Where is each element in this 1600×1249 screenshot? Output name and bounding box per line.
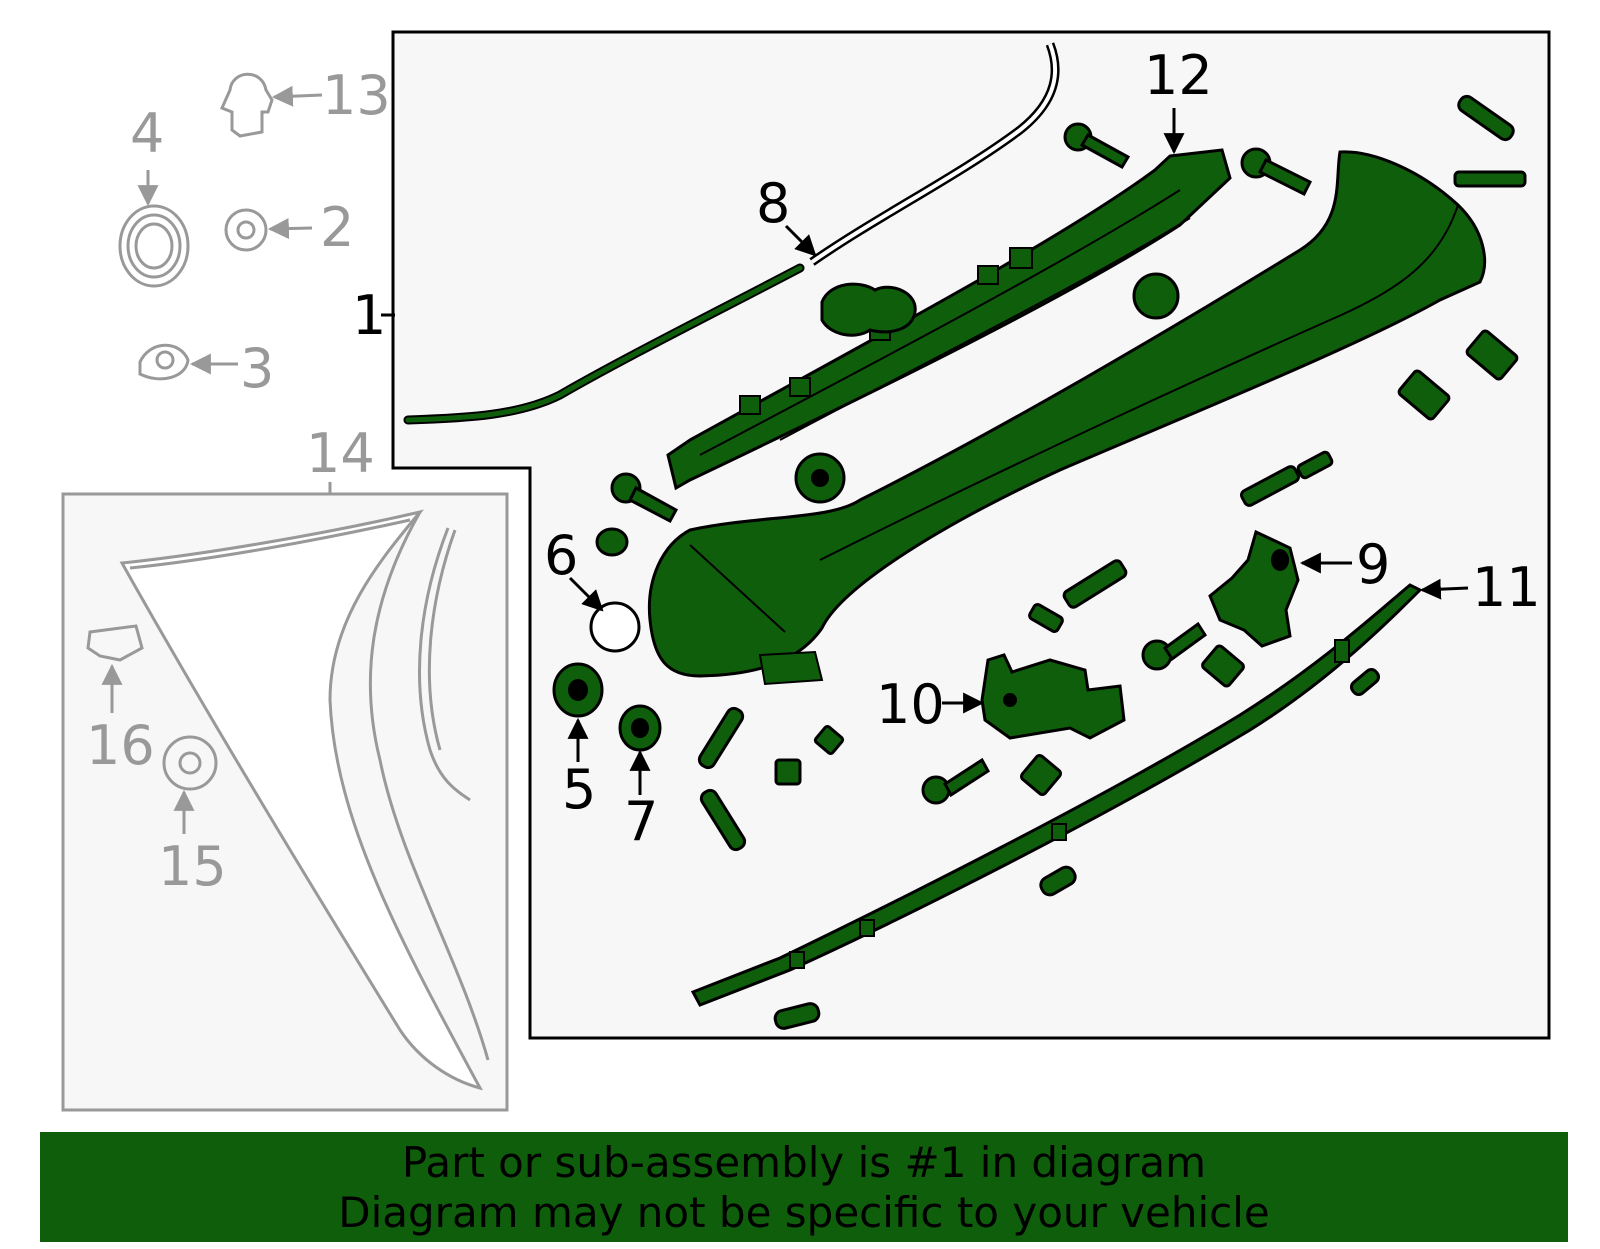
lower-molding — [690, 583, 1423, 1007]
washer-6 — [589, 601, 641, 653]
grommet-holes — [568, 469, 829, 738]
bracket-10-hole — [1003, 693, 1017, 707]
callout-10: 10 — [876, 673, 945, 736]
callout-16: 16 — [86, 714, 155, 777]
bracket-10 — [980, 653, 1126, 740]
bolts — [610, 122, 1313, 805]
pads — [697, 94, 1527, 1030]
spoiler-end-crease — [689, 544, 786, 633]
callout-5: 5 — [562, 758, 596, 821]
callout-13: 13 — [322, 64, 391, 127]
callout-6: 6 — [544, 524, 578, 587]
stop-lamp — [666, 148, 1232, 491]
bracket-9-hole — [1271, 549, 1289, 571]
spoiler-body — [647, 150, 1487, 678]
grey-parts — [86, 72, 274, 791]
callout-1: 1 — [352, 284, 386, 347]
callout-7: 7 — [624, 790, 658, 853]
callout-2: 2 — [320, 196, 354, 259]
stop-lamp-lower-line — [779, 217, 1191, 441]
footer-line-1: Part or sub-assembly is #1 in diagram — [401, 1138, 1207, 1187]
seal-strip-inner — [810, 43, 1058, 264]
footer-line-2: Diagram may not be specific to your vehi… — [338, 1188, 1270, 1237]
garnish-trim — [119, 509, 490, 1091]
callout-8: 8 — [756, 172, 790, 235]
callout-4: 4 — [130, 102, 164, 165]
callout-3: 3 — [240, 337, 274, 400]
spoiler-end-bracket — [758, 650, 824, 686]
callout-15: 15 — [158, 835, 227, 898]
stop-lamp-lens-line — [699, 189, 1181, 456]
callout-9: 9 — [1356, 533, 1390, 596]
molding-clips — [789, 639, 1350, 969]
callout-11: 11 — [1472, 556, 1541, 619]
lamp-harness — [820, 282, 917, 337]
seal-strip-green-fill — [405, 265, 803, 423]
footer-banner: Part or sub-assembly is #1 in diagram Di… — [40, 1132, 1568, 1242]
spoiler-edge-line — [819, 204, 1459, 561]
callout-14: 14 — [306, 422, 375, 485]
callout-12: 12 — [1144, 44, 1213, 107]
leader-lines — [101, 85, 1469, 834]
